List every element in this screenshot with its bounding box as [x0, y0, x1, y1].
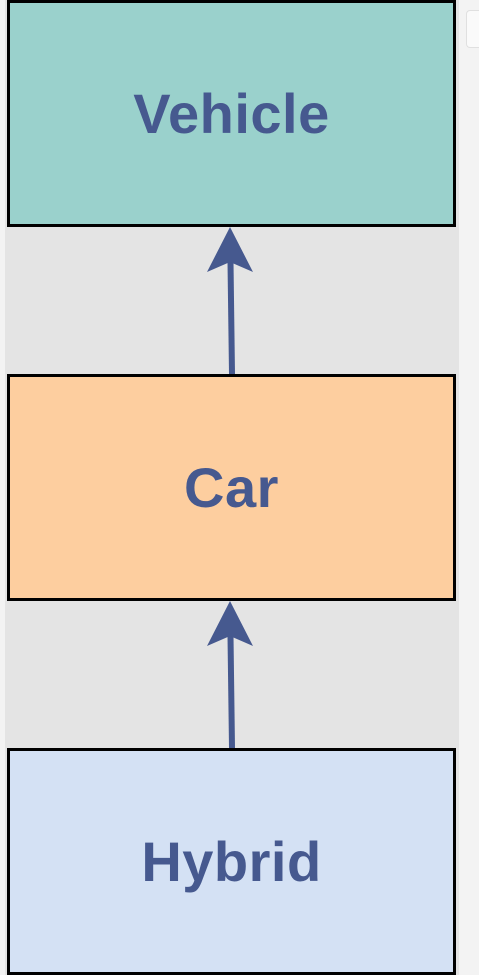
hybrid-box[interactable]: Hybrid — [7, 748, 456, 975]
vehicle-label: Vehicle — [133, 81, 330, 145]
car-label: Car — [184, 455, 279, 519]
hybrid-label: Hybrid — [141, 829, 322, 893]
vehicle-box[interactable]: Vehicle — [7, 0, 456, 227]
car-box[interactable]: Car — [7, 374, 456, 601]
side-panel-edge — [459, 0, 479, 975]
panel-fragment — [466, 10, 479, 48]
